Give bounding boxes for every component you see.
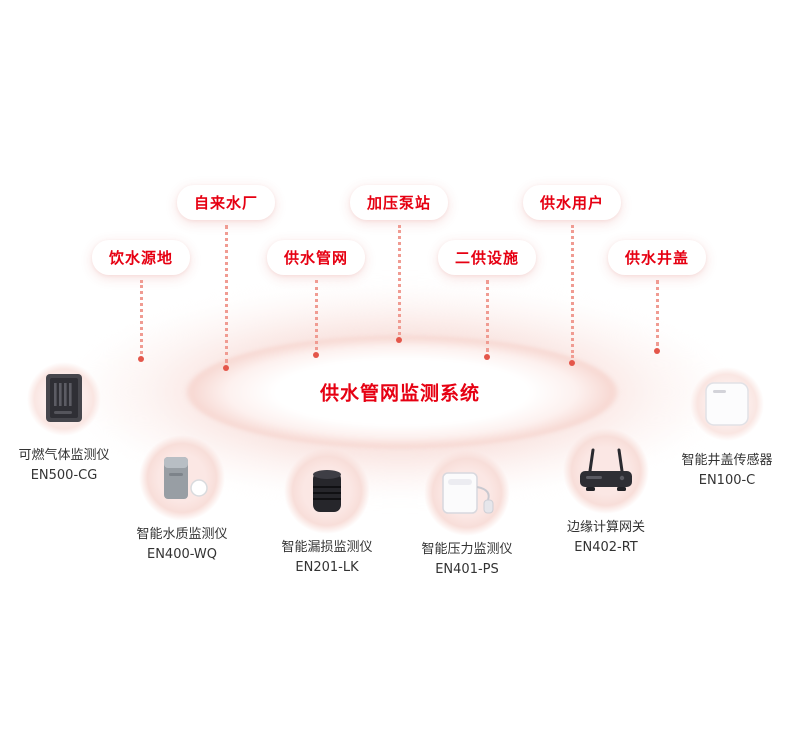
device-name: 边缘计算网关 — [566, 520, 645, 535]
connector-dot — [222, 365, 229, 371]
device-name: 智能水质监测仪 — [136, 527, 228, 542]
water-quality-sensor-icon — [164, 457, 208, 499]
stage-pill: 加压泵站 — [349, 185, 449, 220]
stage-label: 供水管网 — [283, 249, 349, 267]
stage-label: 供水用户 — [539, 194, 605, 212]
dotted-connector — [314, 280, 318, 350]
system-title: 供水管网监测系统 — [319, 382, 481, 405]
device-name: 可燃气体监测仪 — [18, 448, 110, 463]
device-gas-monitor: 可燃气体监测仪 EN500-CG — [0, 356, 134, 486]
device-visual — [417, 450, 517, 536]
leak-monitor-icon — [313, 470, 341, 512]
stage-pill: 供水管网 — [266, 240, 366, 275]
stage-label: 加压泵站 — [366, 194, 432, 212]
stage-pill: 二供设施 — [437, 240, 537, 275]
dotted-connector — [224, 225, 228, 363]
dotted-connector — [655, 280, 659, 346]
device-model: EN402-RT — [574, 540, 638, 555]
glow-ellipse-inner — [184, 335, 620, 449]
edge-gateway-icon — [580, 448, 632, 491]
stage-label: 自来水厂 — [193, 194, 259, 212]
device-name: 智能压力监测仪 — [421, 542, 513, 557]
connector-dot — [312, 352, 319, 358]
stage-waterworks: 自来水厂 — [176, 185, 276, 371]
stage-pill: 饮水源地 — [91, 240, 191, 275]
device-water-quality-monitor: 智能水质监测仪 EN400-WQ — [112, 435, 252, 565]
dotted-connector — [485, 280, 489, 352]
dotted-connector — [570, 225, 574, 358]
stage-label: 饮水源地 — [108, 249, 174, 267]
device-model: EN100-C — [698, 473, 756, 488]
device-manhole-sensor: 智能井盖传感器 EN100-C — [657, 361, 797, 491]
device-leak-monitor: 智能漏损监测仪 EN201-LK — [257, 448, 397, 578]
stage-pill: 供水用户 — [522, 185, 622, 220]
device-visual — [556, 428, 656, 514]
connector-dot — [483, 354, 490, 360]
stage-label: 二供设施 — [454, 249, 520, 267]
connector-dot — [568, 360, 575, 366]
device-model: EN500-CG — [30, 468, 98, 483]
device-model: EN401-PS — [435, 562, 499, 577]
connector-dot — [137, 356, 144, 362]
manhole-sensor-icon — [705, 382, 749, 426]
device-edge-gateway: 边缘计算网关 EN402-RT — [536, 428, 676, 558]
connector-dot — [395, 337, 402, 343]
stage-supply-pipe-network: 供水管网 — [266, 240, 366, 358]
device-name: 智能井盖传感器 — [681, 453, 773, 468]
pressure-sensor-icon — [442, 472, 494, 514]
stage-pill: 自来水厂 — [176, 185, 276, 220]
stage-water-users: 供水用户 — [522, 185, 622, 366]
dotted-connector — [139, 280, 143, 354]
device-visual — [677, 361, 777, 447]
stage-secondary-supply-facility: 二供设施 — [437, 240, 537, 360]
device-model: EN201-LK — [295, 560, 359, 575]
gas-detector-icon — [46, 374, 82, 422]
stage-manhole-covers: 供水井盖 — [607, 240, 707, 354]
device-visual — [277, 448, 377, 534]
stage-label: 供水井盖 — [624, 249, 690, 267]
device-visual — [132, 435, 232, 521]
device-model: EN400-WQ — [146, 547, 217, 562]
stage-pill: 供水井盖 — [607, 240, 707, 275]
device-name: 智能漏损监测仪 — [281, 540, 373, 555]
stage-pressure-pump-station: 加压泵站 — [349, 185, 449, 343]
stage-drinking-water-source: 饮水源地 — [91, 240, 191, 362]
device-visual — [14, 356, 114, 442]
device-pressure-monitor: 智能压力监测仪 EN401-PS — [397, 450, 537, 580]
dotted-connector — [397, 225, 401, 335]
connector-dot — [653, 348, 660, 354]
